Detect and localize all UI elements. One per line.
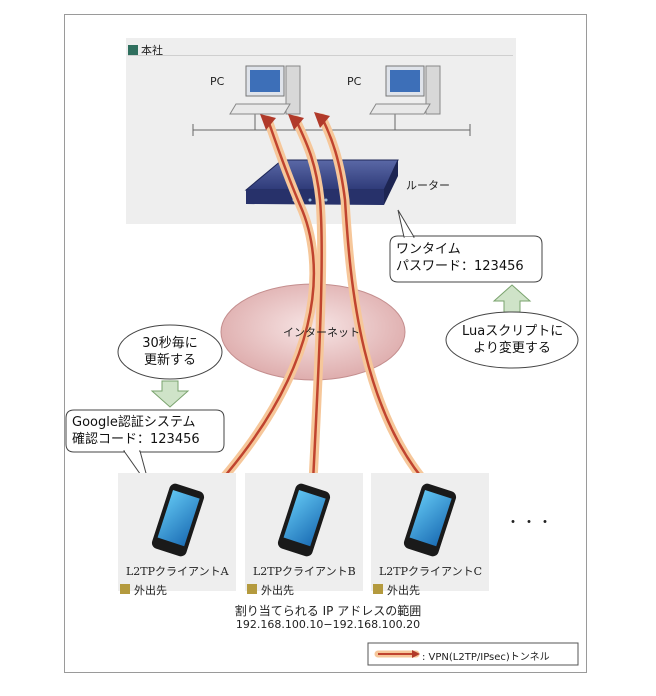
hq-label: 本社 (128, 42, 163, 58)
otp-bubble (389, 209, 543, 283)
pc-icon (229, 65, 301, 115)
otp-bubble-text: ワンタイム パスワード：123456 (396, 242, 524, 274)
pc-label: PC (210, 75, 225, 88)
hq-marker-icon (128, 45, 138, 55)
pc-label: PC (347, 75, 362, 88)
lua-bubble (445, 311, 579, 369)
arrow-up-icon (492, 284, 532, 313)
smartphone-icon (277, 483, 331, 557)
client-location: 外出先 (387, 584, 420, 597)
client-location: 外出先 (261, 584, 294, 597)
hq-label-line (128, 55, 513, 56)
arrow-down-icon (150, 380, 190, 408)
smartphone-icon (151, 483, 205, 557)
client-location: 外出先 (134, 584, 167, 597)
vpn-tunnels-core (193, 117, 441, 511)
lua-bubble-text: Luaスクリプトに より変更する (462, 324, 564, 356)
smartphone-icon (403, 483, 457, 557)
ip-range-title: 割り当てられる IP アドレスの範囲 (234, 604, 422, 618)
router-label: ルーター (406, 179, 450, 192)
pc-icon (369, 65, 441, 115)
legend-box (367, 642, 579, 666)
timer-bubble-text: 30秒毎に 更新する (142, 336, 198, 368)
client-label: L2TPクライアントB (253, 565, 356, 578)
legend-label: : VPN(L2TP/IPsec)トンネル (422, 652, 550, 663)
client-label: L2TPクライアントC (379, 565, 483, 578)
client-label: L2TPクライアントA (126, 565, 229, 578)
more-clients-indicator: ・・・ (506, 515, 554, 531)
timer-bubble (117, 324, 223, 380)
internet-label: インターネット (283, 326, 360, 339)
google-bubble-text: Google認証システム 確認コード：123456 (72, 415, 200, 447)
ip-range-value: 192.168.100.10−192.168.100.20 (235, 618, 421, 631)
